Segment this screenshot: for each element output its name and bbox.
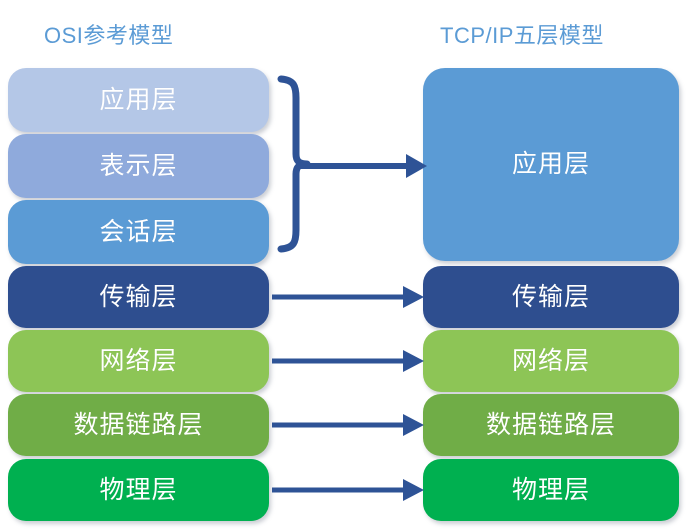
osi-layer-transport-label: 传输层 bbox=[99, 282, 178, 311]
osi-layer-application-label: 应用层 bbox=[99, 85, 178, 114]
arrow-physical bbox=[272, 479, 424, 501]
osi-layer-network[interactable]: 网络层 bbox=[8, 330, 269, 392]
tcpip-layer-transport[interactable]: 传输层 bbox=[423, 266, 679, 328]
tcpip-layer-physical[interactable]: 物理层 bbox=[423, 459, 679, 521]
arrow-datalink bbox=[272, 414, 424, 436]
tcpip-layer-network[interactable]: 网络层 bbox=[423, 330, 679, 392]
tcpip-layer-datalink-label: 数据链路层 bbox=[485, 410, 616, 439]
arrow-network bbox=[272, 350, 424, 372]
osi-layer-physical[interactable]: 物理层 bbox=[8, 459, 269, 521]
arrow-application-group bbox=[300, 154, 427, 178]
tcpip-layer-physical-label: 物理层 bbox=[511, 475, 590, 504]
arrow-transport bbox=[272, 286, 424, 308]
tcpip-layer-application-label: 应用层 bbox=[511, 150, 590, 178]
osi-model-title: OSI参考模型 bbox=[44, 23, 174, 48]
osi-layer-session[interactable]: 会话层 bbox=[8, 200, 269, 264]
osi-layer-transport[interactable]: 传输层 bbox=[8, 266, 269, 328]
tcpip-layer-transport-label: 传输层 bbox=[511, 282, 590, 311]
tcpip-model-title: TCP/IP五层模型 bbox=[440, 23, 604, 48]
osi-layer-datalink-label: 数据链路层 bbox=[73, 410, 204, 439]
osi-layer-network-label: 网络层 bbox=[99, 346, 178, 375]
osi-layer-application[interactable]: 应用层 bbox=[8, 68, 269, 132]
osi-layer-session-label: 会话层 bbox=[99, 217, 178, 246]
osi-layer-presentation[interactable]: 表示层 bbox=[8, 134, 269, 198]
osi-layer-physical-label: 物理层 bbox=[99, 475, 178, 504]
osi-layer-presentation-label: 表示层 bbox=[99, 151, 178, 180]
tcpip-layer-network-label: 网络层 bbox=[511, 346, 590, 375]
tcpip-layer-application[interactable]: 应用层 bbox=[423, 68, 679, 261]
osi-layer-datalink[interactable]: 数据链路层 bbox=[8, 394, 269, 456]
tcpip-layer-datalink[interactable]: 数据链路层 bbox=[423, 394, 679, 456]
